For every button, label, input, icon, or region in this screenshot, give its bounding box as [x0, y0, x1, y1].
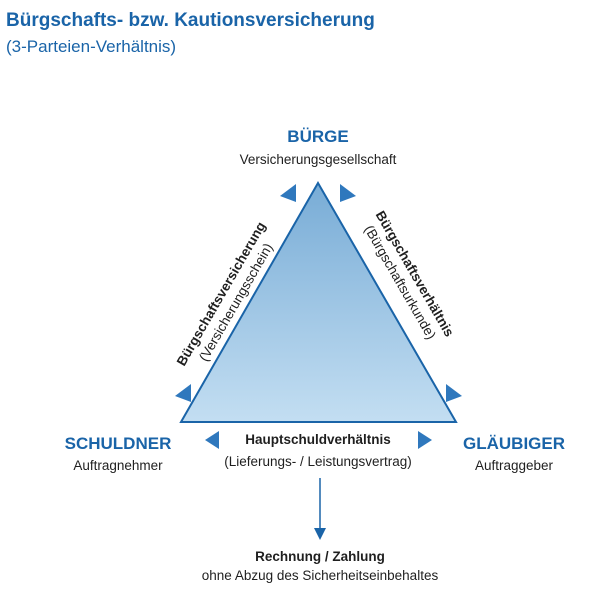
relation-bottom-label: Hauptschuldverhältnis — [245, 432, 391, 447]
arrowhead-icon — [418, 431, 432, 449]
arrowhead-icon — [446, 384, 462, 402]
diagram-title: Bürgschafts- bzw. Kautionsversicherung — [6, 10, 375, 31]
relationship-triangle — [179, 180, 458, 423]
party-right-role: Auftraggeber — [475, 458, 554, 473]
down-arrow-icon — [314, 528, 326, 540]
arrowhead-icon — [205, 431, 219, 449]
party-right-name: GLÄUBIGER — [463, 434, 565, 453]
party-top-role: Versicherungsgesellschaft — [240, 152, 397, 167]
party-top-name: BÜRGE — [287, 127, 348, 146]
arrowhead-icon — [280, 184, 296, 202]
party-left-role: Auftragnehmer — [73, 458, 163, 473]
outcome-label: Rechnung / Zahlung — [255, 549, 385, 564]
diagram-subtitle: (3-Parteien-Verhältnis) — [6, 37, 176, 56]
relation-bottom-detail: (Lieferungs- / Leistungsvertrag) — [224, 454, 412, 469]
party-left-name: SCHULDNER — [65, 434, 172, 453]
outcome-detail: ohne Abzug des Sicherheitseinbehaltes — [202, 568, 439, 583]
arrowhead-icon — [175, 384, 191, 402]
arrowhead-icon — [340, 184, 356, 202]
